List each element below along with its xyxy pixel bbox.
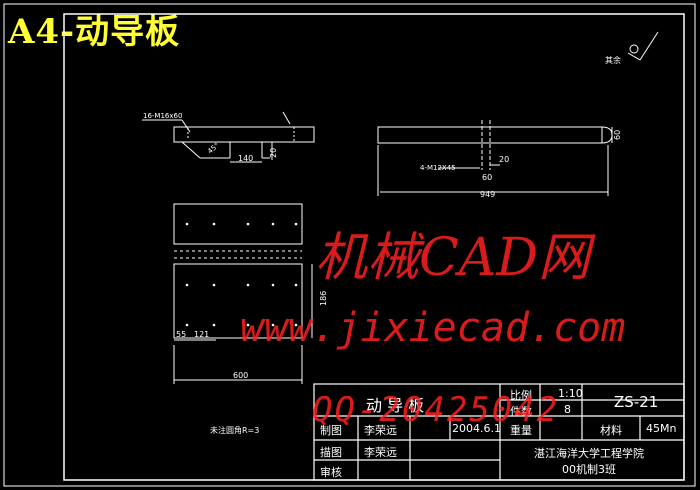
material-label: 材料: [600, 424, 622, 437]
material-value: 45Mn: [646, 422, 677, 435]
drawn-by: 李荣远: [364, 424, 397, 437]
drawn-date: 2004.6.1: [452, 422, 501, 435]
plan-dim-186: 186: [319, 291, 328, 306]
side-dim-height: 60: [613, 130, 622, 140]
title-block-grid: [313, 383, 685, 481]
plan-view-holes: [185, 222, 298, 327]
front-dim-20: 20: [269, 148, 278, 158]
front-dim-angle: 45°: [206, 141, 221, 155]
qty-value: 8: [564, 403, 571, 416]
side-thread-callout: 4-M12X45: [420, 164, 456, 172]
checked-label: 审核: [320, 466, 342, 479]
weight-label: 重量: [510, 424, 532, 437]
front-view: [142, 111, 315, 163]
side-dim-60: 60: [482, 173, 492, 182]
drawing-number: ZS-21: [614, 393, 659, 411]
plan-dim-121: 121: [194, 330, 209, 339]
qty-label: 件数: [510, 405, 532, 418]
side-dim-20: 20: [499, 155, 509, 164]
traced-label: 描图: [320, 446, 342, 459]
side-view: [377, 120, 613, 196]
plan-dim-600: 600: [233, 371, 248, 380]
front-dim-140: 140: [238, 154, 253, 163]
outer-border: [3, 3, 696, 487]
sheet-title: A4-动导板: [8, 12, 181, 52]
surface-finish-symbol: [627, 31, 659, 61]
scale-label: 比例: [510, 389, 532, 402]
watermark-qq: QQ-20425042: [312, 390, 560, 430]
watermark-url: www.jixiecad.com: [240, 305, 626, 351]
watermark-site-name: 机械CAD网: [315, 228, 591, 288]
scale-value: 1:10: [558, 387, 583, 400]
side-dim-949: 949: [480, 190, 495, 199]
part-name: 动 导 板: [366, 396, 425, 415]
surface-note-label: 其余: [605, 55, 621, 65]
plan-view: [173, 203, 313, 384]
school-name: 湛江海洋大学工程学院: [534, 447, 644, 460]
plan-dim-55: 55: [176, 330, 186, 339]
front-thread-callout: 16-M16x60: [143, 112, 182, 120]
drawn-label: 制图: [320, 424, 342, 437]
fillet-note: 未注圆角R=3: [210, 425, 259, 435]
class-name: 00机制3班: [562, 463, 616, 476]
traced-by: 李荣远: [364, 446, 397, 459]
